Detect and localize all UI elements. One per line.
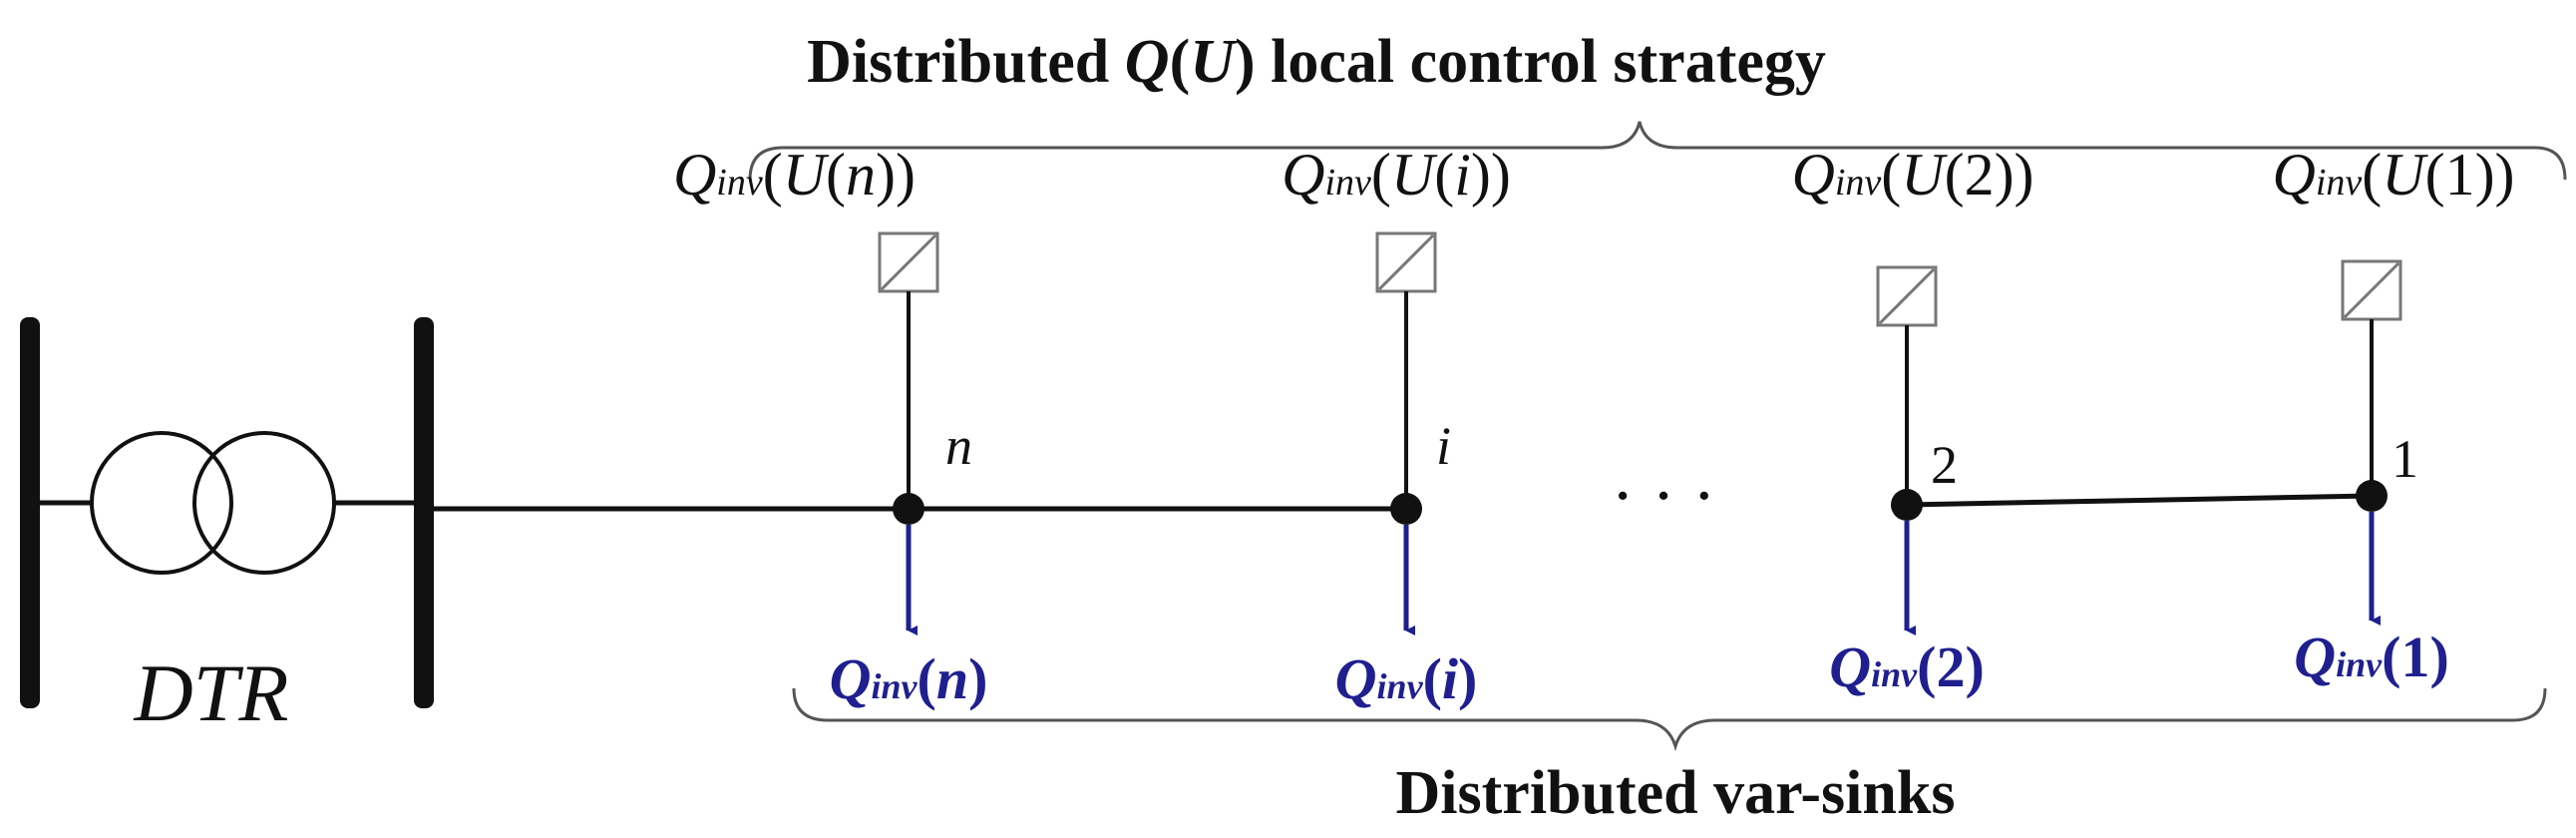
title-suffix: local control strategy [1256, 28, 1826, 96]
inverter-node-1: Qinv(U(1)) 1 Qinv(1) [2272, 142, 2514, 689]
inverter-node-2: Qinv(U(2)) 2 Qinv(2) [1791, 142, 2033, 699]
title-paren-open: ( [1170, 28, 1191, 96]
title-paren-close: ) [1235, 28, 1256, 96]
feeder-line-tail [1906, 493, 2373, 508]
inverter-node-i: Qinv(U(i)) i Qinv(i) [1282, 142, 1511, 711]
transformer: DTR [20, 317, 434, 738]
title-prefix: Distributed [807, 28, 1125, 96]
var-sink-label: Qinv(1) [2294, 625, 2449, 689]
ellipsis: · · · [1612, 458, 1716, 535]
inverter-diagonal [2343, 261, 2400, 319]
bus-node [2356, 480, 2388, 512]
inverter-diagonal [1878, 267, 1936, 325]
transformer-winding-secondary [192, 431, 336, 575]
right-busbar [414, 317, 434, 708]
inverter-control-label: Qinv(U(i)) [1282, 142, 1511, 208]
node-label: 2 [1931, 435, 1958, 495]
var-sink-label: Qinv(n) [830, 646, 988, 711]
diagram-title: Distributed Q(U) local control strategy [807, 28, 1826, 96]
bus-node [893, 493, 924, 525]
inverter-control-label: Qinv(U(2)) [1791, 142, 2033, 208]
top-brace [748, 121, 2567, 181]
bus-node [1390, 493, 1422, 525]
inverter-diagonal [1377, 233, 1435, 291]
diagram-subtitle: Distributed var-sinks [1396, 759, 1956, 827]
transformer-label: DTR [134, 647, 289, 738]
node-label: 1 [2392, 429, 2418, 489]
inverter-control-label: Qinv(U(n)) [673, 142, 916, 208]
node-label: i [1436, 416, 1451, 476]
title-u: U [1190, 28, 1238, 96]
var-sink-label: Qinv(2) [1829, 634, 1985, 699]
node-label: n [945, 416, 972, 476]
var-sink-label: Qinv(i) [1335, 646, 1478, 711]
title-q: Q [1125, 28, 1170, 96]
inverter-node-n: Qinv(U(n)) n Qinv(n) [673, 142, 987, 711]
bottom-brace [792, 687, 2547, 752]
inverter-control-label: Qinv(U(1)) [2272, 142, 2514, 208]
left-busbar [20, 317, 40, 708]
inverter-diagonal [880, 233, 937, 291]
bus-node [1891, 489, 1923, 521]
transformer-winding-primary [90, 431, 233, 575]
